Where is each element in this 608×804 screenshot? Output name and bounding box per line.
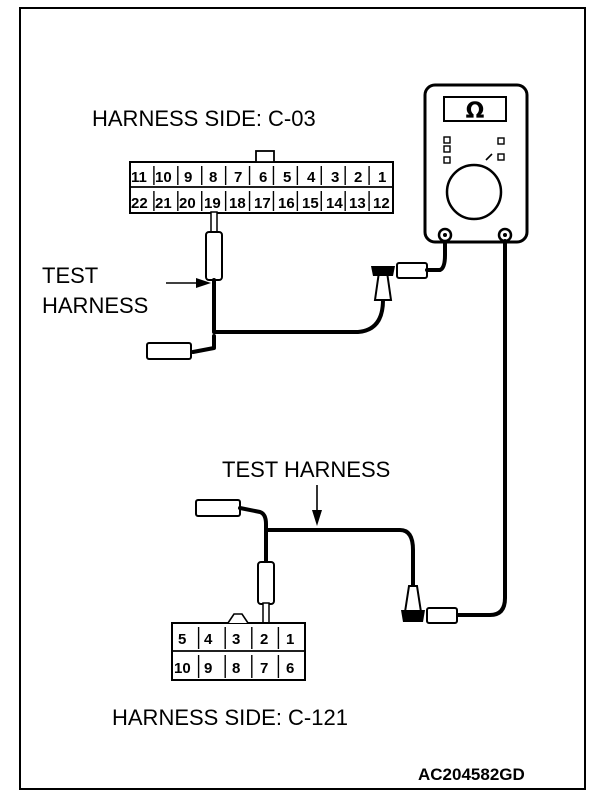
test-harness-top-label-line2: HARNESS xyxy=(42,293,148,318)
c03-pin-7: 7 xyxy=(234,169,242,186)
c03-pin-16: 16 xyxy=(278,195,295,212)
c121-pin-8: 8 xyxy=(232,660,240,677)
c03-pin-2: 2 xyxy=(354,169,362,186)
meter-ohm-symbol: Ω xyxy=(466,99,485,124)
c03-pin-1: 1 xyxy=(378,169,386,186)
c121-pin-6: 6 xyxy=(286,660,294,677)
figure-code: AC204582GD xyxy=(418,765,525,784)
c121-cell-dividers xyxy=(197,627,280,678)
bottom-harness-meter-plug xyxy=(426,607,458,624)
c121-latch xyxy=(227,613,249,624)
test-harness-bottom-label: TEST HARNESS xyxy=(222,457,390,482)
test-harness-top xyxy=(146,211,447,360)
test-harness-bottom xyxy=(195,499,458,628)
c121-pin-10: 10 xyxy=(174,660,191,677)
meter-display xyxy=(443,96,507,122)
c03-pin-8: 8 xyxy=(209,169,217,186)
c03-pin-10: 10 xyxy=(155,169,172,186)
top-harness-probe-body xyxy=(205,231,223,281)
connector-c03: 11 10 9 8 7 6 5 4 3 2 1 22 21 20 19 18 1… xyxy=(129,150,394,214)
bottom-harness-loose-end xyxy=(195,499,241,517)
test-harness-top-arrow xyxy=(166,278,211,288)
c121-pin-1: 1 xyxy=(286,631,294,648)
meter-dial xyxy=(445,163,503,221)
top-harness-meter-plug xyxy=(396,262,428,279)
c03-pin-22: 22 xyxy=(131,195,148,212)
c121-pin-4: 4 xyxy=(204,631,213,648)
c03-pin-13: 13 xyxy=(349,195,366,212)
top-harness-alligator-clip xyxy=(373,271,393,301)
c121-pin-7: 7 xyxy=(260,660,268,677)
c03-pin-17: 17 xyxy=(254,195,271,212)
c03-pin-14: 14 xyxy=(326,195,343,212)
c03-side-label: HARNESS SIDE: C-03 xyxy=(92,106,316,131)
c121-pin-3: 3 xyxy=(232,631,240,648)
test-harness-top-label-line1: TEST xyxy=(42,263,98,288)
c03-pin-11: 11 xyxy=(131,169,147,186)
c03-cell-dividers xyxy=(153,166,370,211)
bottom-harness-alligator-clip xyxy=(403,585,423,613)
c03-pin-21: 21 xyxy=(155,195,172,212)
c03-pin-12: 12 xyxy=(373,195,390,212)
top-harness-loose-end xyxy=(146,342,192,360)
c03-pin-6: 6 xyxy=(259,169,267,186)
c121-pin-5: 5 xyxy=(178,631,186,648)
c03-pin-9: 9 xyxy=(184,169,192,186)
top-harness-pin-probe xyxy=(210,211,218,235)
meter-right-lead xyxy=(455,239,507,617)
c03-pin-15: 15 xyxy=(302,195,319,212)
c03-pin-18: 18 xyxy=(229,195,246,212)
connector-c121: 5 4 3 2 1 10 9 8 7 6 xyxy=(171,613,306,681)
c03-latch xyxy=(255,150,275,163)
c121-side-label: HARNESS SIDE: C-121 xyxy=(112,705,348,730)
bottom-harness-probe-body xyxy=(257,561,275,605)
c03-pin-19: 19 xyxy=(204,195,221,212)
test-harness-bottom-arrow xyxy=(312,485,322,526)
c03-pin-4: 4 xyxy=(307,169,316,186)
c121-pin-9: 9 xyxy=(204,660,212,677)
ohmmeter: Ω xyxy=(423,83,529,244)
c121-pin-2: 2 xyxy=(260,631,268,648)
c03-pin-5: 5 xyxy=(283,169,291,186)
figure-frame xyxy=(19,7,586,790)
c03-pin-3: 3 xyxy=(331,169,339,186)
c03-pin-20: 20 xyxy=(179,195,196,212)
